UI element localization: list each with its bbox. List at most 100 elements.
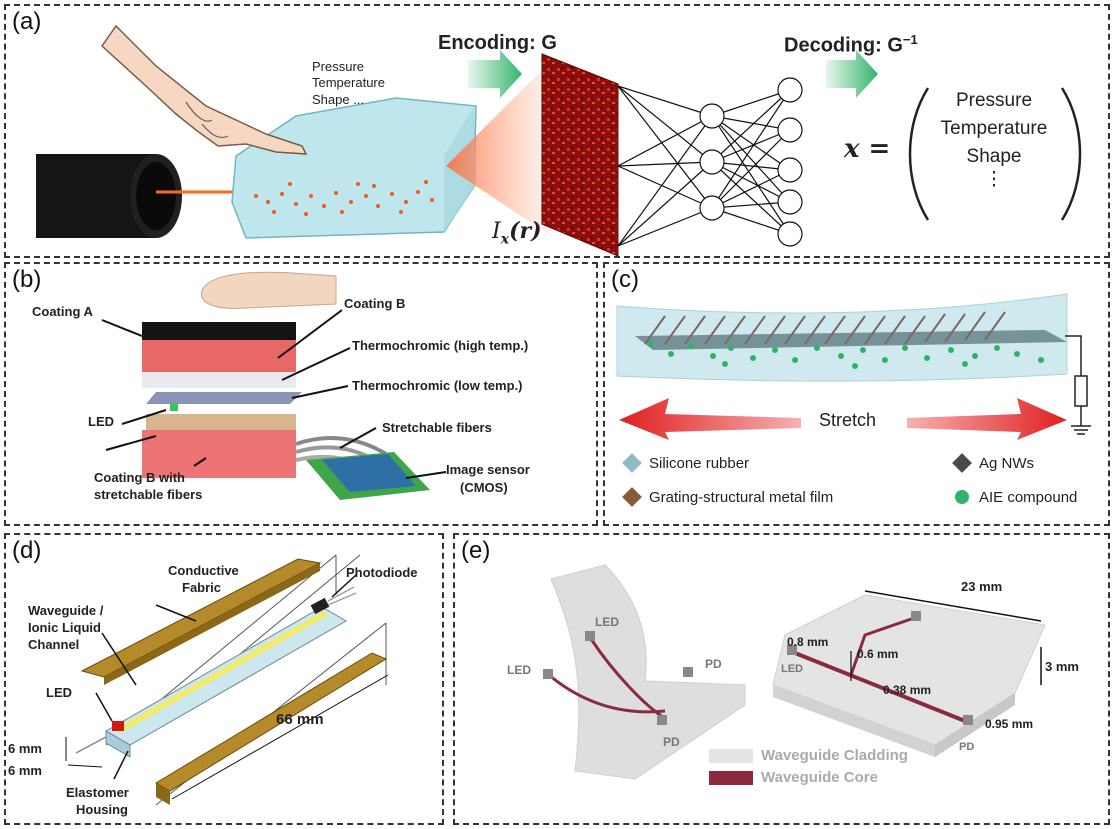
legend-silicone-text: Silicone rubber — [649, 455, 750, 472]
conductive-label-2: Fabric — [182, 580, 222, 595]
led-chip — [170, 403, 178, 411]
flat-led-chip — [787, 645, 797, 655]
panel-d: (d) Conductive Fabric Photodiode Wavegui… — [4, 533, 444, 825]
flat-pd-top-chip — [911, 611, 921, 621]
width-6-label-2: 6 mm — [8, 763, 42, 778]
curved-waveguide-cladding — [550, 564, 746, 780]
circuit-wire — [1065, 335, 1082, 376]
flat-core-1 — [794, 651, 966, 723]
legend-aie-swatch — [955, 490, 969, 504]
coating-b-fibers-label-2: stretchable fibers — [94, 487, 203, 502]
aie-dots — [648, 341, 1044, 369]
finger-text-shape: Shape ... — [312, 92, 365, 107]
speckle-arg: (r) — [509, 218, 542, 244]
scattered-light — [446, 66, 551, 236]
dim-23-label: 23 mm — [961, 579, 1003, 594]
curved-pd-right-label: PD — [705, 657, 722, 671]
finger-text-pressure: Pressure — [312, 59, 365, 74]
coating-a-layer — [142, 322, 296, 340]
dim-6-horizontal — [67, 764, 103, 768]
x-equals: x = — [844, 134, 891, 164]
panel-e-illustration — [543, 564, 1046, 785]
dim-23-line — [864, 590, 1042, 622]
dim-095-label: 0.95 mm — [985, 717, 1034, 731]
stretch-left-arrow-icon — [619, 398, 801, 440]
panel-b: (b) Coating A Coating B Thermochromic (h… — [4, 262, 598, 526]
elastic-waveguide — [231, 97, 477, 239]
image-sensor-label: Image sensor — [446, 462, 530, 477]
waveguide-label-3: Channel — [28, 637, 80, 652]
photodiode-label: Photodiode — [346, 565, 418, 580]
speckle-label: Ix(r) — [492, 218, 541, 247]
conductive-fabric-bottom — [155, 652, 388, 792]
pointer-arrows — [95, 574, 357, 780]
photodiode-icon — [310, 597, 330, 615]
led-label: LED — [46, 685, 72, 700]
metal-film — [635, 330, 1067, 350]
curved-led-top-label: LED — [595, 615, 619, 629]
waveguide-label-1: Waveguide / — [28, 603, 104, 618]
finger-icon — [101, 24, 308, 155]
thermo-low-label: Thermochromic (low temp.) — [352, 378, 523, 393]
panel-a-illustration — [36, 24, 1082, 256]
encoding-arrow-icon — [468, 50, 522, 98]
panel-b-label: (b) — [12, 266, 42, 293]
right-paren — [1060, 87, 1082, 221]
conductive-label-1: Conductive — [168, 563, 239, 578]
vector-pressure: Pressure — [955, 90, 1033, 111]
waveguide-label-2: Ionic Liquid — [28, 620, 101, 635]
legend-core-swatch — [709, 771, 753, 785]
housing-label-2: Housing — [76, 802, 128, 817]
dim-06-label: 0.6 mm — [857, 647, 899, 661]
cmos-chip — [322, 454, 416, 492]
legend-aie-text: AIE compound — [979, 489, 1078, 506]
legend-core-text: Waveguide Core — [761, 769, 878, 786]
curved-core-2 — [589, 638, 664, 719]
vector-shape: Shape — [966, 146, 1022, 167]
decoding-superscript: −1 — [902, 32, 918, 47]
resistor-icon — [1074, 375, 1088, 407]
curved-pd-bottom-label: PD — [663, 735, 680, 749]
flat-led-label: LED — [781, 663, 803, 675]
legend-metal-film-swatch — [622, 487, 642, 507]
left-paren — [908, 87, 930, 221]
flat-pd-right-chip — [963, 715, 973, 725]
housing-label-1: Elastomer — [66, 785, 129, 800]
legend-agnws-swatch — [952, 453, 972, 473]
stretch-right-arrow-icon — [907, 398, 1067, 440]
curved-pd-right-chip — [683, 667, 693, 677]
coating-b-fibers-label-1: Coating B with — [94, 470, 185, 485]
panel-e-label: (e) — [461, 537, 491, 564]
stretch-label: Stretch — [819, 410, 877, 430]
panel-a: (a) Pressure Temperature Shape ... Encod… — [4, 4, 1110, 258]
thermo-high-layer — [142, 372, 296, 388]
decoding-arrow-icon — [826, 50, 878, 98]
panel-d-illustration — [65, 554, 389, 806]
encoding-label: Encoding: G — [438, 32, 557, 54]
fiber-bundle — [295, 436, 388, 456]
length-66-label: 66 mm — [276, 711, 324, 728]
flat-pd-label: PD — [959, 741, 975, 753]
ground-icon — [1071, 406, 1091, 435]
panel-c-illustration — [616, 293, 1091, 507]
coating-b-layer — [142, 340, 296, 372]
vector-temperature: Temperature — [940, 118, 1048, 139]
speckle-image — [541, 53, 619, 256]
ag-nws — [644, 311, 1006, 345]
legend-silicone-swatch — [622, 453, 642, 473]
stretchable-fibers-label: Stretchable fibers — [382, 420, 492, 435]
finger-text-temperature: Temperature — [312, 75, 385, 90]
waveguide-channel — [116, 610, 328, 734]
dim-3-label: 3 mm — [1045, 659, 1079, 674]
thermo-low-layer — [146, 392, 302, 404]
legend-metal-film-text: Grating-structural metal film — [649, 489, 834, 506]
led-label: LED — [88, 414, 114, 429]
legend-cladding-swatch — [709, 749, 753, 763]
legend-cladding-text: Waveguide Cladding — [761, 747, 908, 764]
panel-d-label: (d) — [12, 537, 42, 564]
dim-08-label: 0.8 mm — [787, 635, 829, 649]
panel-a-label: (a) — [12, 8, 42, 35]
scatter-particles — [254, 180, 434, 216]
thermo-high-label: Thermochromic (high temp.) — [352, 338, 529, 353]
dim-038-label: 0.38 mm — [883, 683, 932, 697]
